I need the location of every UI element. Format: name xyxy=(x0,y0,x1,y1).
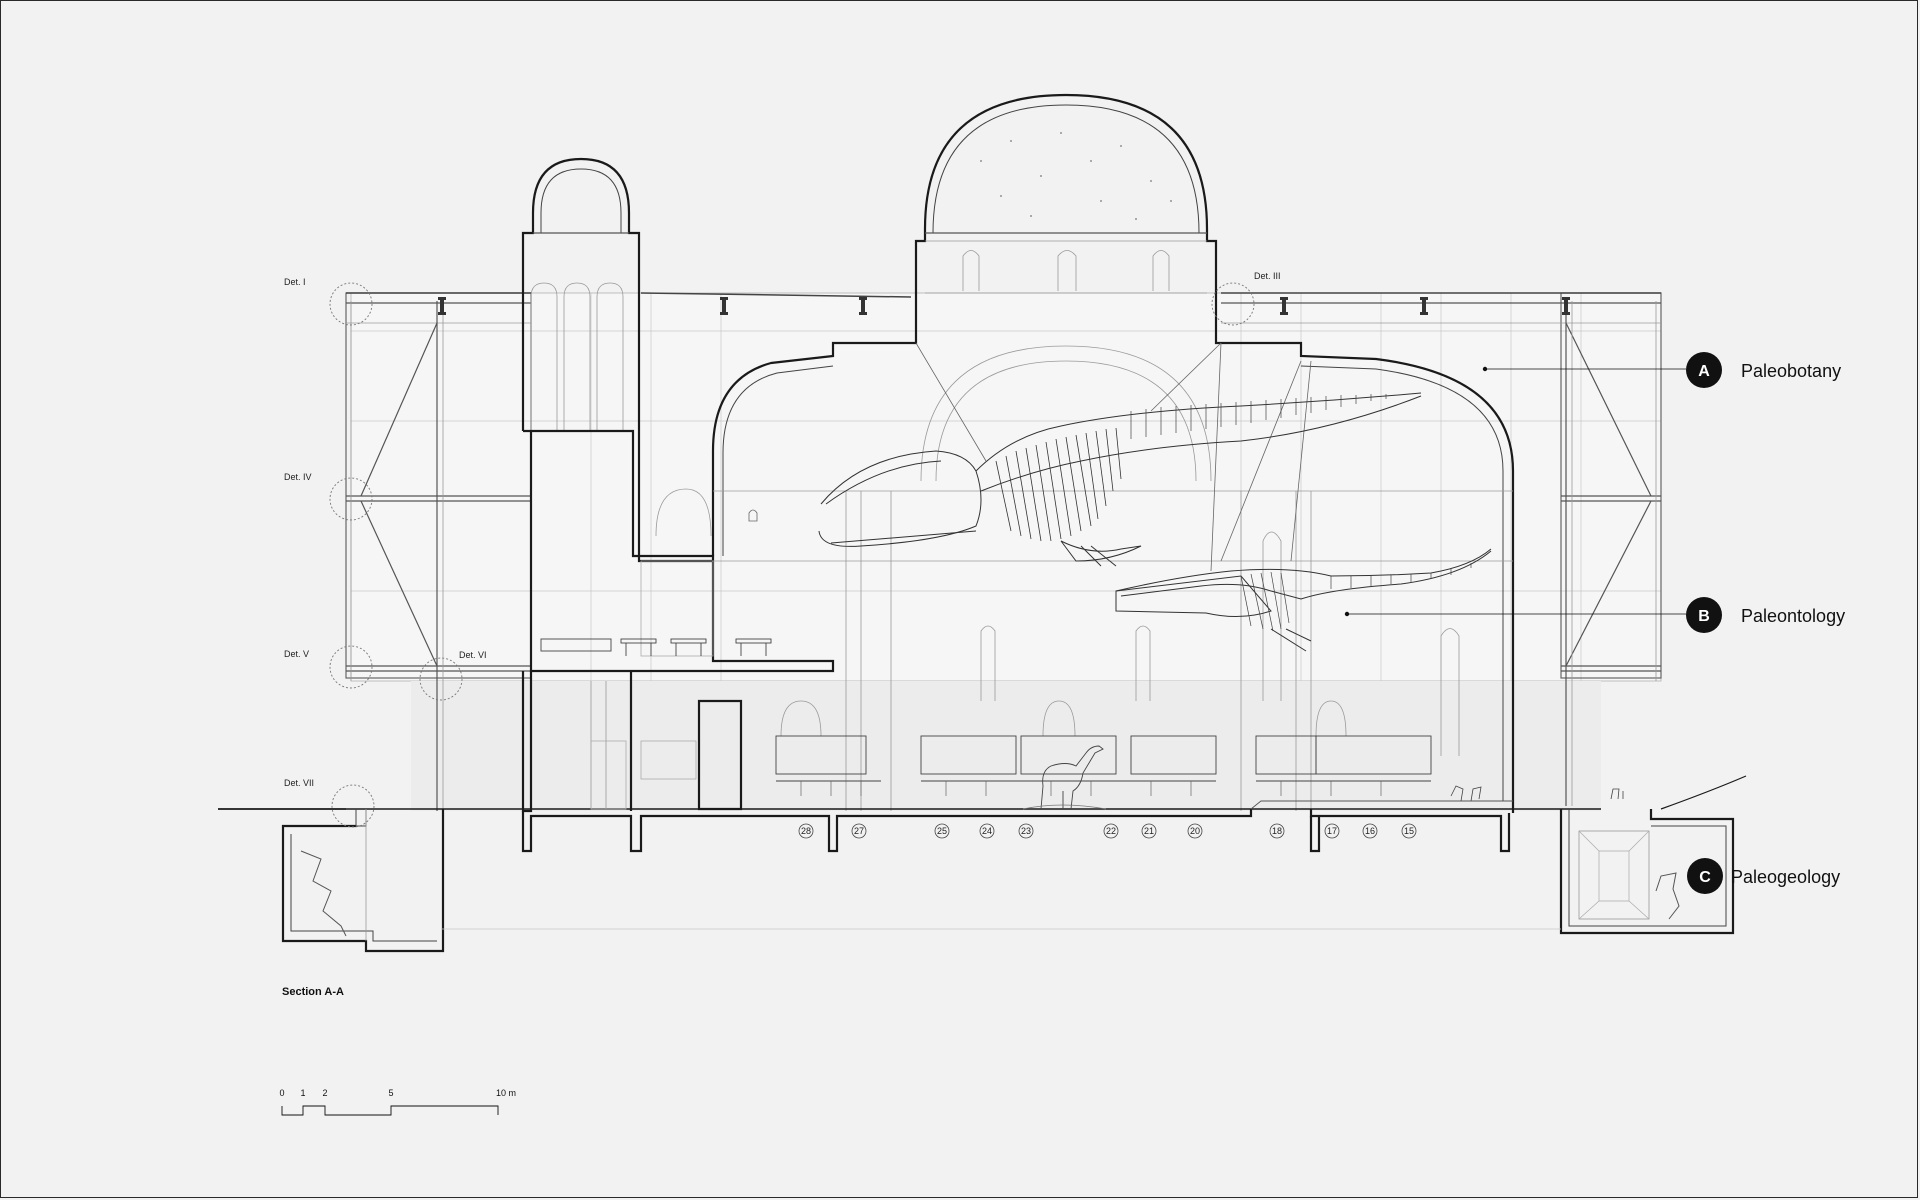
svg-text:28: 28 xyxy=(801,826,811,836)
room-number-18: 18 xyxy=(1269,823,1285,839)
scale-tick-2: 2 xyxy=(322,1088,327,1098)
zone-b-badge xyxy=(1686,597,1722,633)
detail-label-iv: Det. IV xyxy=(284,472,312,482)
detail-label-i: Det. I xyxy=(284,277,306,287)
zone-a-label: Paleobotany xyxy=(1741,361,1841,381)
room-number-24: 24 xyxy=(979,823,995,839)
zone-callout-c: C Paleogeology xyxy=(1687,858,1840,894)
whale-skeleton-large xyxy=(818,392,1422,567)
svg-text:18: 18 xyxy=(1272,826,1282,836)
zone-c-badge xyxy=(1687,858,1723,894)
svg-text:27: 27 xyxy=(854,826,864,836)
room-number-22: 22 xyxy=(1103,823,1119,839)
room-number-27: 27 xyxy=(851,823,867,839)
roof-line xyxy=(346,292,1661,315)
whale-skeleton-small xyxy=(1115,548,1492,652)
room-number-17: 17 xyxy=(1324,823,1340,839)
svg-text:20: 20 xyxy=(1190,826,1200,836)
scale-tick-5: 5 xyxy=(388,1088,393,1098)
central-dome xyxy=(914,93,1218,336)
svg-text:24: 24 xyxy=(982,826,992,836)
zone-b-label: Paleontology xyxy=(1741,606,1845,626)
scale-bar: 0 1 2 5 10 m xyxy=(279,1088,516,1116)
zone-b-letter: B xyxy=(1698,608,1710,625)
svg-text:25: 25 xyxy=(937,826,947,836)
zone-a-badge xyxy=(1686,352,1722,388)
room-number-23: 23 xyxy=(1018,823,1034,839)
ground-floor xyxy=(218,671,1601,853)
detail-label-v: Det. V xyxy=(284,649,309,659)
room-number-16: 16 xyxy=(1362,823,1378,839)
detail-label-iii: Det. III xyxy=(1254,271,1281,281)
right-basement xyxy=(1559,775,1747,935)
zone-c-letter: C xyxy=(1699,869,1711,886)
zone-c-label: Paleogeology xyxy=(1731,867,1840,887)
zone-callout-a: A Paleobotany xyxy=(1482,352,1841,388)
room-number-28: 28 xyxy=(798,823,814,839)
facade-grid xyxy=(350,292,1662,811)
room-number-20: 20 xyxy=(1187,823,1203,839)
section-title: Section A-A xyxy=(282,986,344,998)
room-number-21: 21 xyxy=(1141,823,1157,839)
room-number-15: 15 xyxy=(1401,823,1417,839)
detail-label-vii: Det. VII xyxy=(284,778,314,788)
svg-text:16: 16 xyxy=(1365,826,1375,836)
detail-callouts: Det. I Det. III Det. IV Det. V Det. VI D… xyxy=(284,271,1281,828)
zone-callout-b: B Paleontology xyxy=(1344,597,1845,633)
room-numbers: 28 27 25 24 23 22 21 20 18 17 16 15 xyxy=(798,823,1417,839)
svg-text:22: 22 xyxy=(1106,826,1116,836)
left-basement xyxy=(218,808,445,953)
svg-text:21: 21 xyxy=(1144,826,1154,836)
zone-a-letter: A xyxy=(1698,363,1710,380)
scale-tick-10: 10 m xyxy=(496,1088,516,1098)
scale-tick-0: 0 xyxy=(279,1088,284,1098)
svg-text:15: 15 xyxy=(1404,826,1414,836)
svg-text:17: 17 xyxy=(1327,826,1337,836)
right-canopy xyxy=(1221,292,1662,806)
room-number-25: 25 xyxy=(934,823,950,839)
detail-label-vi: Det. VI xyxy=(459,650,487,660)
svg-text:23: 23 xyxy=(1021,826,1031,836)
scale-tick-1: 1 xyxy=(300,1088,305,1098)
